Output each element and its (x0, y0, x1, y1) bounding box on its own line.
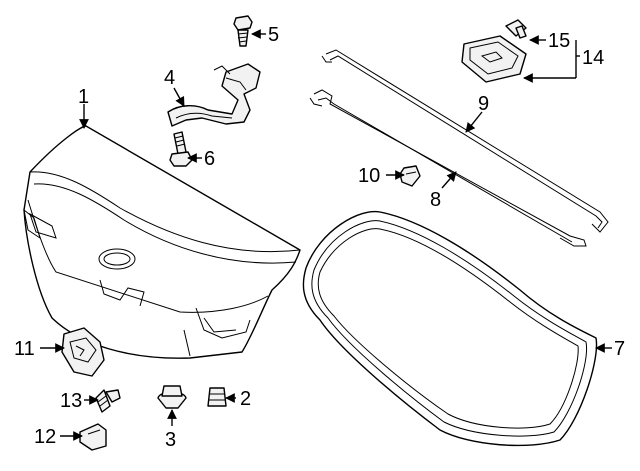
bolt-6 (169, 131, 193, 167)
clip-10 (399, 165, 421, 187)
license-lamp (461, 35, 527, 83)
callout-8: 8 (430, 189, 441, 211)
trunk-lid (23, 125, 301, 359)
callout-10: 10 (358, 165, 380, 187)
callout-13: 13 (60, 390, 82, 412)
callout-4: 4 (164, 67, 175, 89)
callout-6: 6 (204, 148, 215, 170)
lid-support-rod (321, 49, 609, 233)
callout-7: 7 (614, 338, 625, 360)
callout-12: 12 (34, 426, 56, 448)
callout-11: 11 (14, 338, 35, 360)
callout-5: 5 (268, 24, 279, 46)
weatherstrip-seal (302, 210, 598, 447)
callout-9: 9 (478, 93, 489, 115)
callout-2: 2 (240, 388, 251, 410)
bulb (505, 19, 527, 39)
callout-14: 14 (582, 47, 604, 69)
bumper-3 (157, 385, 187, 409)
callout-3: 3 (165, 429, 176, 451)
bolt-13 (95, 389, 121, 413)
latch (61, 327, 105, 377)
callout-1: 1 (78, 86, 89, 108)
callout-labels: 1 2 3 4 5 6 7 8 9 10 11 12 13 14 15 (14, 24, 625, 451)
callout-15: 15 (548, 30, 570, 52)
leader-lines (40, 29, 612, 441)
bolt-5 (233, 15, 253, 47)
stopper-2 (207, 387, 227, 407)
hinge (167, 63, 261, 127)
bracket-12 (79, 423, 107, 451)
